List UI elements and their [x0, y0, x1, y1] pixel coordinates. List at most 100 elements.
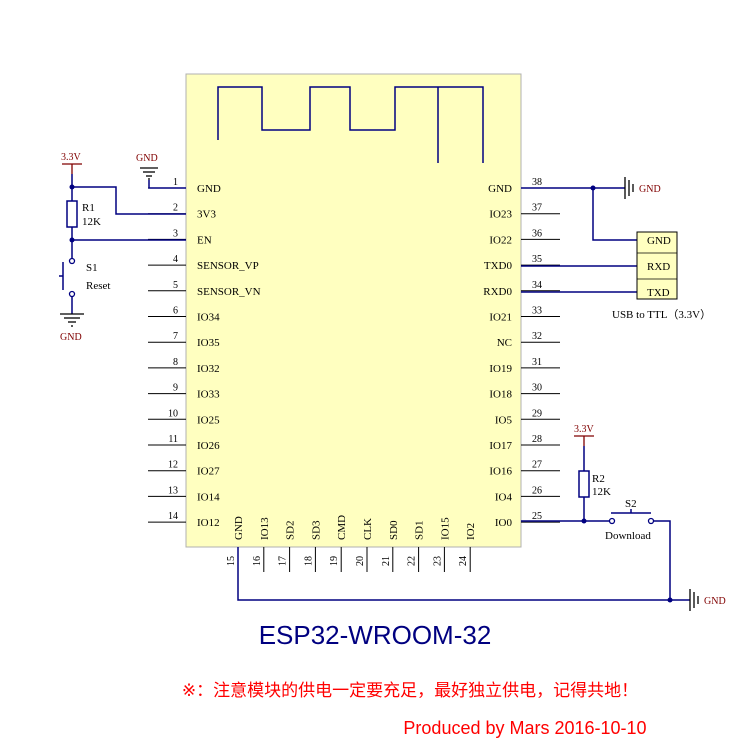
usb-ttl-connector: GND RXD TXD USB to TTL（3.3V）	[612, 231, 711, 321]
r1-name: R1	[82, 202, 95, 214]
pin-number: 27	[532, 460, 542, 471]
pin-number: 10	[168, 408, 178, 419]
pin-name: IO23	[489, 209, 512, 221]
pin-number: 15	[226, 556, 237, 566]
pin-number: 6	[173, 306, 178, 317]
pin-number: 30	[532, 383, 542, 394]
gnd-right-bottom-label: GND	[704, 596, 726, 607]
pin-number: 23	[432, 556, 443, 566]
net-gnd-pin15	[237, 547, 670, 601]
pin-number: 2	[173, 203, 178, 214]
pin-name: CLK	[362, 518, 374, 540]
pin-number: 14	[168, 511, 178, 522]
pin-number: 12	[168, 460, 178, 471]
switch-s1: S1 Reset	[59, 240, 110, 314]
pin-name: IO19	[489, 363, 512, 375]
pin-name: GND	[197, 183, 221, 195]
pin-name: SD0	[388, 520, 400, 540]
pin-name: IO14	[197, 491, 220, 503]
pin-name: GND	[233, 516, 245, 540]
note-text: ※：注意模块的供电一定要充足，最好独立供电，记得共地！	[182, 681, 638, 701]
pin-name: SD1	[414, 520, 426, 540]
pin-number: 20	[355, 556, 366, 566]
s1-name: S1	[86, 262, 98, 274]
usb-pin-rxd: RXD	[647, 261, 670, 273]
pin-number: 33	[532, 306, 542, 317]
r1-value: 12K	[82, 216, 101, 228]
pin-name: IO21	[489, 312, 512, 324]
gnd-symbol-left: GND	[60, 313, 84, 343]
left-pins: 1GND23V33EN4SENSOR_VP5SENSOR_VN6IO347IO3…	[148, 177, 261, 529]
pin-name: IO12	[197, 517, 220, 529]
pin-name: IO33	[197, 389, 220, 401]
gnd-right-top-label: GND	[639, 184, 661, 195]
pin-name: IO27	[197, 466, 220, 478]
pin-number: 22	[407, 556, 418, 566]
bottom-pins: 15GND16IO1317SD218SD319CMD20CLK21SD022SD…	[226, 515, 477, 572]
bottom-pin-23: 23 IO15	[432, 517, 451, 572]
pin-name: IO25	[197, 414, 220, 426]
pin-name: SD2	[285, 520, 297, 540]
pin-name: IO17	[489, 440, 512, 452]
gnd-left-label: GND	[60, 332, 82, 343]
pin-name: RXD0	[483, 286, 512, 298]
pin-name: IO26	[197, 440, 220, 452]
usb-pin-gnd: GND	[647, 235, 671, 247]
pin-number: 37	[532, 203, 542, 214]
pin-number: 11	[168, 434, 178, 445]
pin-name: IO15	[439, 517, 451, 540]
pin-name: IO16	[489, 466, 512, 478]
pin-number: 3	[173, 228, 178, 239]
r2-name: R2	[592, 473, 605, 485]
pin-name: IO0	[495, 517, 513, 529]
pin-number: 34	[532, 280, 542, 291]
gnd-symbol-top: GND	[136, 153, 186, 189]
pin-name: TXD0	[484, 260, 513, 272]
pin-number: 38	[532, 177, 542, 188]
pin-name: GND	[488, 183, 512, 195]
pin-number: 5	[173, 280, 178, 291]
pwr-3v3-left-label: 3.3V	[61, 152, 82, 163]
pin-number: 25	[532, 511, 542, 522]
resistor-r1: R1 12K	[66, 187, 101, 240]
pin-number: 8	[173, 357, 178, 368]
bottom-pin-20: 20 CLK	[355, 518, 374, 572]
pin-number: 35	[532, 254, 542, 265]
pin-name: NC	[497, 337, 512, 349]
pin-name: SENSOR_VN	[197, 286, 261, 298]
pin-number: 7	[173, 331, 178, 342]
pin-name: IO34	[197, 312, 220, 324]
antenna-trace	[217, 86, 484, 163]
net-3v3	[71, 174, 186, 215]
pin-name: IO5	[495, 414, 513, 426]
pin-number: 21	[381, 556, 392, 566]
pin-number: 1	[173, 177, 178, 188]
pin-name: IO13	[259, 517, 271, 540]
pwr-3v3-right: 3.3V	[574, 424, 595, 446]
pin-name: IO4	[495, 491, 513, 503]
